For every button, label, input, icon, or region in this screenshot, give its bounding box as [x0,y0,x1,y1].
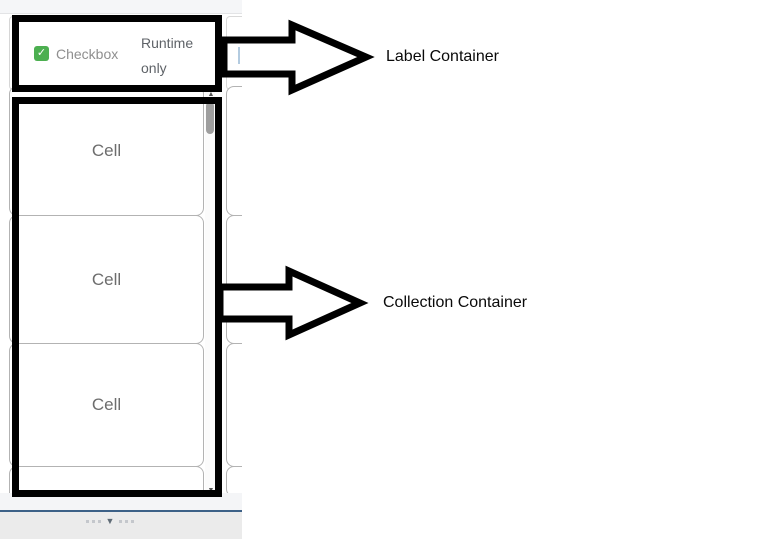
collapse-down-icon[interactable]: ▼ [105,516,115,526]
label-container-annotation-box [12,15,222,92]
cell-label: Cell [91,269,122,289]
splitter-dot [97,519,101,523]
checkbox-check-icon: ✓ [36,47,47,59]
label-container[interactable]: ✓ Checkbox Runtime only [9,16,218,90]
checkbox[interactable]: ✓ [34,46,49,61]
canvas-top-strip [0,0,242,14]
cell-next-column[interactable] [226,215,242,344]
cell-label: Cell [91,395,122,414]
scroll-up-icon[interactable]: ▲ [207,91,215,98]
vertical-scrollbar[interactable] [205,88,215,497]
scrollbar-thumb[interactable] [206,102,214,134]
splitter-dot [91,519,95,523]
cell[interactable]: Cell [9,343,204,467]
collection-container-annotation-text: Collection Container [383,294,528,311]
panel-splitter-handle[interactable]: ▼ [80,515,140,527]
cell-next-column[interactable] [226,343,242,467]
cell-next-column[interactable] [226,86,242,216]
checkbox-label: Checkbox [56,46,119,62]
label-container-annotation-text: Label Container [386,48,499,65]
splitter-dot [125,519,129,523]
canvas-bottom-strip [0,493,242,510]
text-cursor [238,47,240,64]
splitter-dot [119,519,123,523]
bottom-bar [0,512,242,539]
label-container-arrow-icon [220,19,375,96]
runtime-only-label: Runtime only [141,35,194,76]
collection-container-annotation-box [12,97,222,497]
splitter-dot [85,519,89,523]
panel-divider-line [0,510,242,512]
cell-label: Cell [91,141,122,160]
splitter-dot [131,519,135,523]
